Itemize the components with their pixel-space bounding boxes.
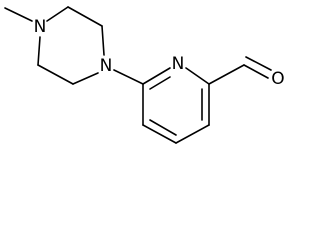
bond-c6-n1: [37, 36, 41, 66]
bond-n1-c2: [46, 6, 69, 22]
bond-py-double-c6-n1: [149, 76, 171, 90]
bond-py-c4-c5: [142, 124, 177, 144]
bond-co-2: [245, 56, 272, 71]
bond-c5-c6: [37, 64, 74, 85]
bond-py-double-c4-c5: [149, 119, 177, 136]
bond-py-c3-c4: [175, 124, 210, 144]
molecule-canvas: N N N O: [4, 6, 285, 144]
bond-co-1: [243, 64, 269, 79]
bond-n4-pyridine: [113, 69, 144, 85]
bond-c2-c3: [67, 6, 103, 27]
atom-n-methyl: N: [34, 17, 47, 37]
bond-py-n1-c2: [185, 67, 210, 85]
bond-py-c6-n1: [142, 67, 171, 85]
structure-diagram: N N N O: [4, 6, 285, 144]
atom-n-pyridine: N: [172, 54, 185, 74]
atom-labels: N N N O: [34, 17, 285, 89]
bond-c2-cho: [208, 64, 245, 85]
atom-n-aryl: N: [100, 56, 113, 76]
bond-methyl-n: [4, 7, 33, 22]
bond-n4-c5: [72, 72, 99, 85]
atom-o-aldehyde: O: [271, 69, 284, 89]
bonds: [4, 6, 272, 144]
bond-c3-n4: [101, 25, 105, 56]
